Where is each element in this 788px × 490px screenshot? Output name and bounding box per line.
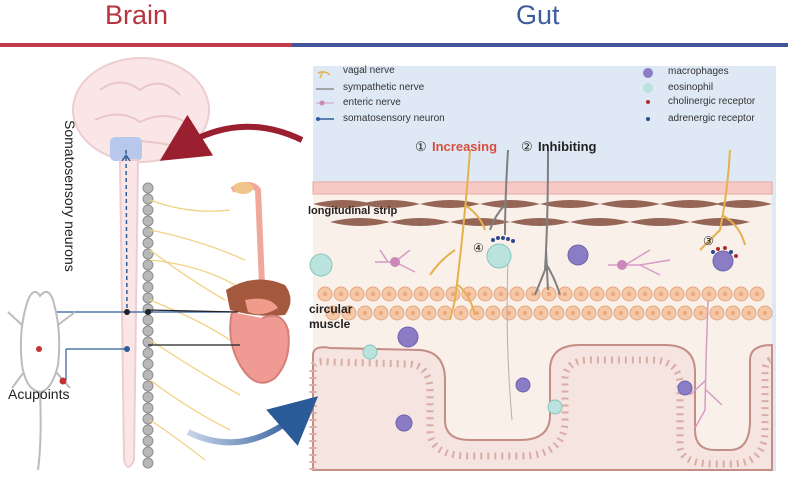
longitudinal-muscle: [313, 200, 772, 226]
gut-header-bar: [292, 43, 788, 47]
circular-muscle-cells: [317, 286, 773, 321]
legend-adrenergic: adrenergic receptor: [668, 113, 755, 124]
inhibiting-marker: ②: [521, 139, 533, 154]
somatosensory-neurons-label: Somatosensory neurons: [62, 120, 78, 272]
acupoints-label: Acupoints: [8, 386, 70, 402]
ganglion: [142, 380, 154, 392]
gut-to-brain-arrow: [159, 114, 304, 161]
ganglion: [142, 402, 154, 414]
ganglion: [142, 226, 154, 238]
adrenergic-receptors: [491, 236, 733, 254]
increasing-marker: ①: [415, 139, 427, 154]
ganglion: [142, 292, 154, 304]
ganglion: [142, 457, 154, 469]
ganglion: [142, 182, 154, 194]
legend-macrophages: macrophages: [668, 66, 729, 77]
enteric-neuron-bodies: [390, 257, 627, 270]
ganglion: [142, 391, 154, 403]
ganglion: [142, 259, 154, 271]
gallbladder: [233, 182, 253, 194]
cholinergic-receptors: [716, 246, 738, 258]
ganglion: [142, 193, 154, 205]
legend-cholinergic: cholinergic receptor: [668, 96, 756, 107]
epithelium-cells: [309, 356, 773, 470]
ganglion: [142, 369, 154, 381]
legend-enteric: enteric nerve: [343, 97, 401, 108]
brain-header-bar: [0, 43, 292, 47]
ganglion: [142, 314, 154, 326]
ganglion: [142, 358, 154, 370]
muscle-label: muscle: [309, 317, 351, 331]
sympathetic-nerves: [489, 149, 561, 421]
legend-sympathetic: sympathetic nerve: [343, 82, 425, 93]
intestine: [229, 311, 290, 384]
legend-eosinophil: eosinophil: [668, 82, 714, 93]
brain-title: Brain: [105, 0, 169, 30]
ganglion: [142, 281, 154, 293]
eosinophils: [309, 243, 563, 415]
vagal-fibers-body: [149, 199, 246, 461]
ganglion: [142, 237, 154, 249]
acupoint-2: [59, 377, 67, 385]
ascending-pathway: [125, 149, 128, 313]
ganglion: [142, 215, 154, 227]
longitudinal-strip-label: longitudinal strip: [308, 205, 398, 217]
vagal-nerves: [429, 149, 746, 321]
brain-to-gut-arrow: [186, 396, 319, 446]
ganglion: [142, 413, 154, 425]
ganglion: [142, 325, 154, 337]
sympathetic-chain: [142, 182, 154, 469]
marker-4: ④: [473, 241, 484, 255]
inhibiting-label: Inhibiting: [538, 139, 597, 154]
legend-somatosensory: somatosensory neuron: [343, 113, 445, 124]
mucosa-band: [312, 181, 773, 195]
stomach: [245, 298, 278, 315]
acupoint-1: [36, 346, 42, 352]
gut-title: Gut: [516, 0, 560, 30]
efferent-1: [147, 309, 239, 313]
esophagus: [230, 182, 265, 286]
ganglion: [142, 270, 154, 282]
ganglion: [142, 347, 154, 359]
macrophages: [395, 244, 734, 432]
ganglion: [142, 446, 154, 458]
marker-3: ③: [703, 234, 714, 248]
ganglion: [142, 435, 154, 447]
ganglion: [142, 204, 154, 216]
legend-vagal: vagal nerve: [343, 65, 395, 76]
mouse-icon: [7, 290, 76, 471]
ganglion: [142, 248, 154, 260]
brain-target-region: [110, 137, 142, 161]
circular-label: circular: [309, 302, 353, 316]
ganglion: [142, 424, 154, 436]
legend-icons: [316, 68, 653, 121]
increasing-label: Increasing: [432, 139, 498, 154]
